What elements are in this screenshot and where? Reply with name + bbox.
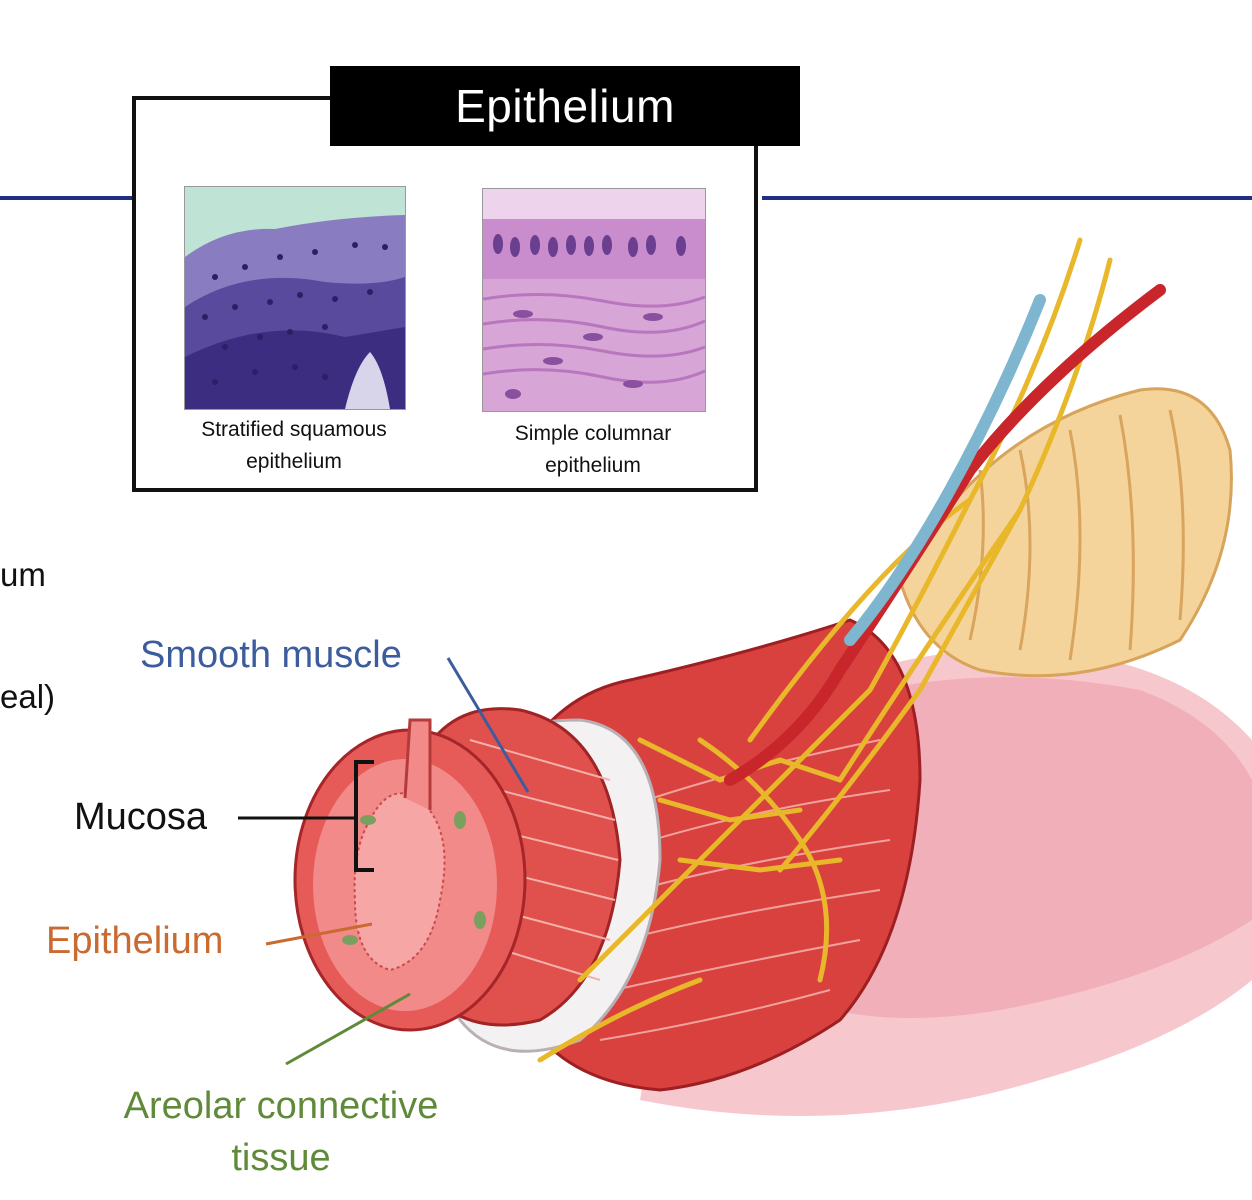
inset-title: Epithelium xyxy=(330,66,800,146)
header-rule-left xyxy=(0,196,134,200)
mucosa-bracket xyxy=(354,760,374,872)
simple-columnar-micrograph xyxy=(482,188,706,412)
caption-1-line1: Stratified squamous xyxy=(201,418,387,441)
inset-caption-1: Stratified squamous epithelium xyxy=(172,414,416,478)
caption-2-line1: Simple columnar xyxy=(514,422,672,445)
epithelium-label: Epithelium xyxy=(46,920,224,962)
epithelium-leader xyxy=(265,922,373,946)
areolar-label-line2: tissue xyxy=(231,1137,331,1179)
header-rule-right xyxy=(762,196,1252,200)
smooth-muscle-leader xyxy=(446,657,530,793)
caption-2-line2: epithelium xyxy=(545,454,641,477)
side-fragment-2: eal) xyxy=(0,678,56,715)
caption-1-line2: epithelium xyxy=(246,450,342,473)
areolar-label-line1: Areolar connective xyxy=(123,1085,439,1127)
smooth-muscle-label: Smooth muscle xyxy=(140,634,402,676)
areolar-leader xyxy=(285,992,411,1066)
areolar-connective-tissue-label: Areolar connective tissue xyxy=(96,1080,466,1184)
digestive-tube-illustration xyxy=(293,237,1252,1116)
side-fragment-1: um xyxy=(0,556,46,593)
inset-caption-2: Simple columnar epithelium xyxy=(472,418,714,482)
stratified-squamous-micrograph xyxy=(184,186,406,410)
mucosa-label: Mucosa xyxy=(74,796,208,838)
